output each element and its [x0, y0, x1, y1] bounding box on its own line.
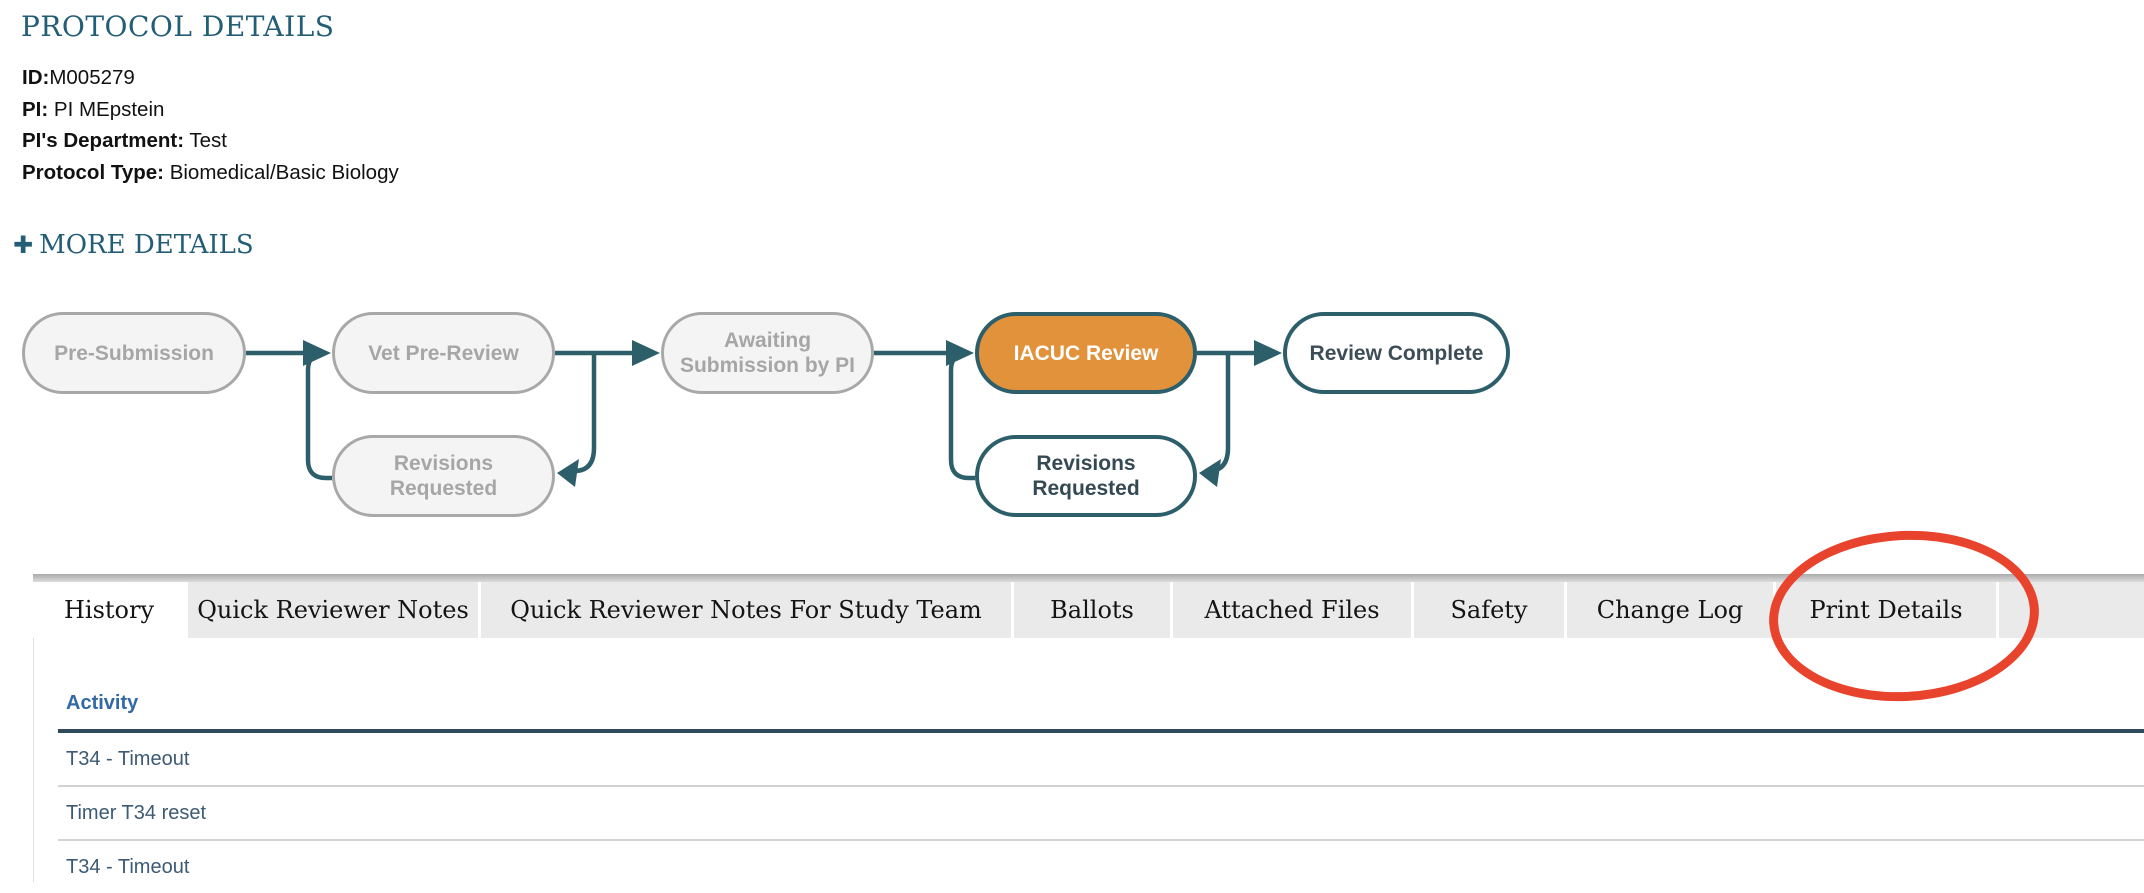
- table-row: T34 - Timeout: [66, 855, 190, 878]
- field-pi-label: PI:: [22, 97, 49, 121]
- workflow-diagram: Pre-Submission Vet Pre-Review Revisions …: [22, 312, 1510, 517]
- tab-attached-files[interactable]: Attached Files: [1173, 582, 1411, 638]
- workflow-node-revisions-requested-vet: Revisions Requested: [332, 435, 555, 517]
- tab-safety[interactable]: Safety: [1414, 582, 1564, 638]
- field-id: ID:M005279: [22, 62, 399, 94]
- plus-icon: ✚: [13, 231, 34, 259]
- tabbar-top-border: [33, 574, 2144, 582]
- field-pi-value: PI MEpstein: [48, 97, 165, 121]
- protocol-fields: ID:M005279 PI: PI MEpstein PI's Departme…: [22, 62, 399, 188]
- workflow-arrows: [246, 340, 1282, 487]
- workflow-node-pre-submission: Pre-Submission: [22, 312, 246, 394]
- more-details-toggle[interactable]: ✚MORE DETAILS: [13, 230, 254, 260]
- tab-change-log[interactable]: Change Log: [1567, 582, 1773, 638]
- field-id-value: M005279: [49, 66, 135, 89]
- tabbar-filler: [1999, 582, 2144, 638]
- workflow-node-vet-pre-review: Vet Pre-Review: [332, 312, 555, 394]
- tab-content-panel: [33, 638, 2144, 882]
- field-department-label: PI's Department:: [22, 129, 185, 152]
- field-id-label: ID:: [22, 66, 50, 89]
- workflow-node-awaiting-submission-by-pi: Awaiting Submission by PI: [661, 312, 874, 394]
- field-protocol-type-value: Biomedical/Basic Biology: [164, 160, 399, 184]
- field-department: PI's Department: Test: [22, 125, 399, 157]
- tab-history[interactable]: History: [33, 582, 185, 638]
- tab-quick-reviewer-notes[interactable]: Quick Reviewer Notes: [188, 582, 478, 638]
- field-protocol-type-label: Protocol Type:: [22, 160, 164, 184]
- field-protocol-type: Protocol Type: Biomedical/Basic Biology: [22, 157, 399, 189]
- workflow-node-revisions-requested-iacuc: Revisions Requested: [975, 435, 1197, 517]
- more-details-label: MORE DETAILS: [39, 230, 254, 260]
- workflow-node-iacuc-review: IACUC Review: [975, 312, 1197, 394]
- tab-print-details[interactable]: Print Details: [1776, 582, 1996, 638]
- activity-column-header: Activity: [58, 692, 2144, 733]
- tab-ballots[interactable]: Ballots: [1014, 582, 1170, 638]
- field-department-value: Test: [184, 129, 227, 152]
- table-row: Timer T34 reset: [58, 787, 2144, 841]
- workflow-node-review-complete: Review Complete: [1283, 312, 1510, 394]
- field-pi: PI: PI MEpstein: [22, 94, 399, 126]
- table-row: T34 - Timeout: [58, 733, 2144, 787]
- activity-table: Activity T34 - Timeout Timer T34 reset T…: [58, 692, 2144, 893]
- tab-bar: History Quick Reviewer Notes Quick Revie…: [33, 582, 2144, 638]
- page-title: PROTOCOL DETAILS: [21, 10, 335, 43]
- tab-quick-reviewer-notes-for-study-team[interactable]: Quick Reviewer Notes For Study Team: [481, 582, 1011, 638]
